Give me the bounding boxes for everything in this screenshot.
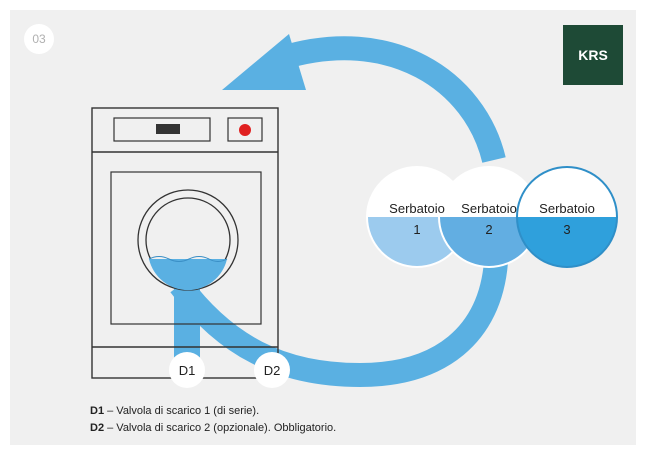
valve-d2-label: D2 xyxy=(264,363,281,378)
valve-d2-badge xyxy=(254,352,290,388)
control-display xyxy=(113,117,211,142)
legend-code-d1: D1 xyxy=(90,405,105,417)
indicator-box xyxy=(227,117,263,142)
tank-1-name: Serbatoio xyxy=(389,201,445,216)
drum-water xyxy=(149,259,227,291)
tank-3 xyxy=(516,166,618,268)
brand-logo: KRS xyxy=(563,25,623,85)
step-number-badge: 03 xyxy=(24,24,54,54)
legend-item-d1: D1 – Valvola di scarico 1 (di serie). xyxy=(90,403,336,420)
legend-code-d2: D2 xyxy=(90,422,105,434)
tank-1-number: 1 xyxy=(413,222,420,237)
display-screen xyxy=(156,124,180,134)
washing-machine xyxy=(91,107,279,379)
legend: D1 – Valvola di scarico 1 (di serie). D2… xyxy=(90,403,336,437)
legend-text-d1: – Valvola di scarico 1 (di serie). xyxy=(104,405,260,417)
valve-d1-badge xyxy=(169,352,205,388)
valve-d1-label: D1 xyxy=(179,363,196,378)
tank-3-name: Serbatoio xyxy=(539,201,595,216)
indicator-light xyxy=(239,124,251,136)
return-arrow xyxy=(278,36,506,164)
legend-text-d2: – Valvola di scarico 2 (opzionale). Obbl… xyxy=(104,422,337,434)
tank-2-name: Serbatoio xyxy=(461,201,517,216)
legend-item-d2: D2 – Valvola di scarico 2 (opzionale). O… xyxy=(90,420,336,437)
tank-3-number: 3 xyxy=(563,222,570,237)
tank-2-number: 2 xyxy=(485,222,492,237)
door-frame xyxy=(110,171,262,325)
return-arrow-head xyxy=(222,34,306,90)
drain-channel-d2 xyxy=(170,260,508,388)
